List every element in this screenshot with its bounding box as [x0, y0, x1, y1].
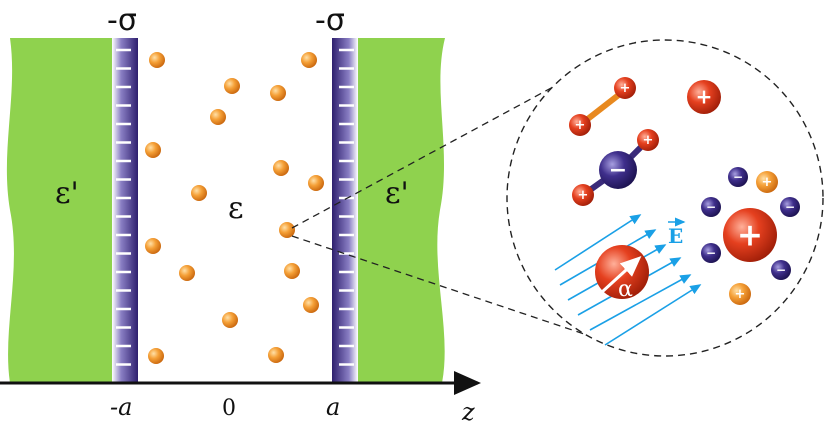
right-plate [332, 38, 358, 383]
counterion-particle [303, 297, 319, 313]
sigma-left-label: -σ [107, 3, 137, 38]
ion-sign-minus: − [706, 246, 716, 260]
ion-sign-minus: − [733, 170, 743, 184]
ion-sign-minus: − [609, 158, 627, 183]
magnified-view-circle [506, 39, 824, 357]
ion-sign-plus: + [735, 287, 746, 302]
ion-sign-plus: + [762, 175, 773, 190]
counterion-particle [284, 263, 300, 279]
ions-in-magnified-view: ++++−+−+−−+−−+ [569, 77, 800, 305]
ion-sign-plus: + [696, 84, 713, 108]
tick-label-a: a [326, 393, 340, 421]
epsilon-prime-left-label: ε' [55, 176, 79, 211]
ion-sign-plus: + [643, 133, 654, 148]
dimer-cation [614, 77, 636, 99]
counterion-particle [191, 185, 207, 201]
zoom-line-bottom [291, 235, 609, 343]
alpha-dipole-arrow-icon [600, 255, 642, 294]
ion-sign-plus: + [620, 81, 631, 96]
dimer-cation [637, 129, 659, 151]
central-cation [723, 208, 777, 262]
dimer-cation [572, 184, 594, 206]
left-plate [112, 38, 138, 383]
counterion-particle [273, 160, 289, 176]
counterion-particle [145, 238, 161, 254]
tick-label-zero: 0 [222, 396, 236, 421]
counterion-particle [145, 142, 161, 158]
cation-small [729, 283, 751, 305]
ion-sign-plus: + [578, 188, 589, 203]
counterion-particle [149, 52, 165, 68]
counterion-particle [210, 109, 226, 125]
anion [771, 260, 791, 280]
counterion-particle [222, 312, 238, 328]
counterion-particle [268, 347, 284, 363]
sigma-right-label: -σ [315, 3, 345, 38]
ion-sign-minus: − [776, 263, 786, 277]
epsilon-center-label: ε [228, 191, 244, 226]
counterion-particle [148, 348, 164, 364]
anion [701, 197, 721, 217]
counterion-particle [224, 78, 240, 94]
cation-small [756, 171, 778, 193]
anion [701, 243, 721, 263]
counterion-particle [301, 52, 317, 68]
ion-sign-minus: − [785, 200, 795, 214]
left-dielectric-region [6, 38, 115, 383]
plate-charge-marks [116, 48, 354, 366]
alpha-label: α [618, 277, 633, 302]
cation [687, 80, 721, 114]
counterion-particle [179, 265, 195, 281]
right-dielectric-region [357, 38, 445, 383]
dimer-cation [569, 114, 591, 136]
dimer-anion [599, 151, 637, 189]
ion-sign-plus: + [737, 217, 763, 253]
field-label-E: E [668, 224, 683, 248]
anion [780, 197, 800, 217]
counterion-particle [270, 85, 286, 101]
epsilon-prime-right-label: ε' [385, 176, 409, 211]
tick-label-neg-a: -a [110, 393, 132, 421]
anion [728, 167, 748, 187]
counterion-particles [145, 52, 324, 364]
counterion-particle [279, 222, 295, 238]
counterion-particle [308, 175, 324, 191]
ion-sign-minus: − [706, 200, 716, 214]
axis-label-z: z [461, 398, 475, 426]
ion-sign-plus: + [575, 118, 586, 133]
